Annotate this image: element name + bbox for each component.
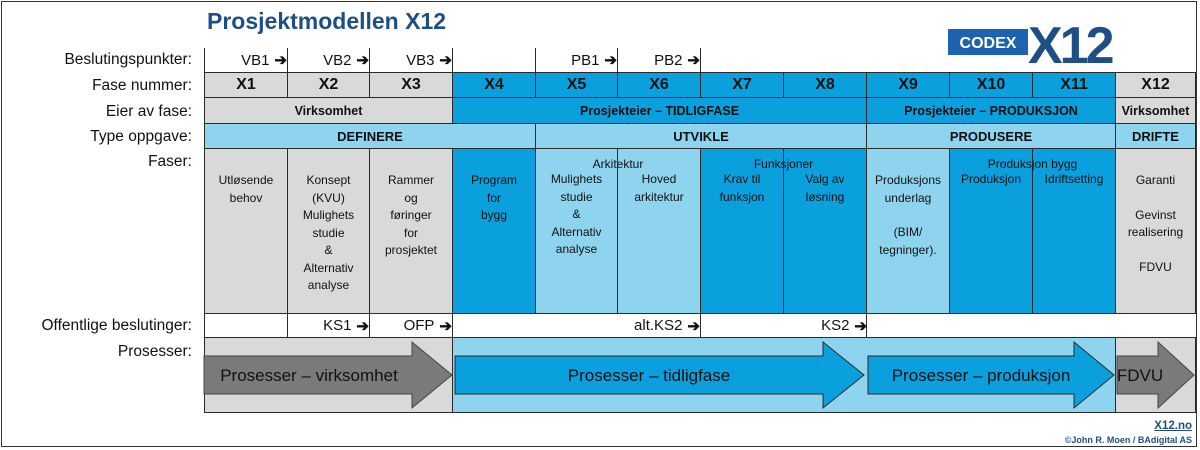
divider <box>287 313 288 338</box>
arrow-right-icon: ➔ <box>356 317 369 335</box>
arrow-right-icon: ➔ <box>274 52 287 69</box>
divider <box>700 48 701 72</box>
logo-text: CODEX <box>960 35 1017 52</box>
label-fasenummer: Fase nummer: <box>92 77 192 94</box>
arrow-virksomhet <box>203 340 453 410</box>
process-label-virksomhet: Prosesser – virksomhet <box>220 366 398 385</box>
divider <box>369 313 370 338</box>
divider <box>452 48 453 72</box>
divider <box>452 313 453 338</box>
codex-x12-logo: CODEX X12 <box>948 17 1116 67</box>
owner-produksjon: Prosjekteier – PRODUKSJON <box>866 97 1116 124</box>
arrow-right-icon: ➔ <box>439 52 452 69</box>
x12-link[interactable]: X12.no <box>1154 420 1192 432</box>
type-drifte: DRIFTE <box>1115 123 1196 149</box>
phase-number-x2: X2 <box>287 72 370 98</box>
copyright: ©John R. Moen / BAdigital AS <box>1064 435 1192 445</box>
phase-number-x6: X6 <box>617 72 701 98</box>
owner-virksomhet-drift: Virksomhet <box>1115 97 1196 124</box>
public-ofp: OFP➔ <box>403 317 452 335</box>
group-arkitektur <box>535 148 701 314</box>
divider <box>287 48 288 72</box>
public-ks1: KS1➔ <box>323 317 369 335</box>
arrow-right-icon: ➔ <box>604 52 617 69</box>
decision-vb1: VB1➔ <box>241 51 287 70</box>
public-alt-ks2: alt.KS2➔ <box>634 317 700 335</box>
label-offentlige: Offentlige beslutinger: <box>41 317 192 334</box>
phase-number-x9: X9 <box>866 72 950 98</box>
decision-row-border <box>204 48 700 72</box>
arrow-right-icon: ➔ <box>854 317 867 335</box>
group-arkitektur-label: Arkitektur <box>592 157 644 171</box>
process-label-fdvu: FDVU <box>1117 366 1163 385</box>
label-beslutningspunkter: Beslutingspunkter: <box>64 51 192 68</box>
arrow-right-icon: ➔ <box>687 52 700 69</box>
decision-pb1: PB1➔ <box>571 51 617 70</box>
process-label-tidligfase: Prosesser – tidligfase <box>568 366 731 385</box>
arrow-right-icon: ➔ <box>687 317 700 335</box>
label-eier: Eier av fase: <box>105 103 192 120</box>
phase-number-x8: X8 <box>783 72 867 98</box>
arrow-fdvu <box>1116 340 1195 410</box>
arrow-tidligfase <box>454 340 865 410</box>
arrow-right-icon: ➔ <box>439 317 452 335</box>
arrow-produksjon <box>867 340 1115 410</box>
label-type: Type oppgave: <box>90 128 192 145</box>
label-prosesser: Prosesser: <box>117 343 192 360</box>
divider <box>617 48 618 72</box>
phase-number-x1: X1 <box>204 72 288 98</box>
divider <box>700 313 701 338</box>
public-ks2: KS2➔ <box>821 317 867 335</box>
owner-tidligfase: Prosjekteier – TIDLIGFASE <box>452 97 867 124</box>
phase-number-x7: X7 <box>700 72 784 98</box>
label-faser: Faser: <box>148 153 192 170</box>
arrow-right-icon: ➔ <box>356 52 369 69</box>
phase-number-x3: X3 <box>369 72 453 98</box>
process-label-produksjon: Prosesser – produksjon <box>892 366 1071 385</box>
decision-vb3: VB3➔ <box>406 51 452 70</box>
decision-vb2: VB2➔ <box>323 51 369 70</box>
logo-mark: X12 <box>1028 17 1113 67</box>
page-title: Prosjektmodellen X12 <box>207 8 447 34</box>
decision-pb2: PB2➔ <box>654 51 700 70</box>
divider <box>369 48 370 72</box>
divider <box>535 48 536 72</box>
